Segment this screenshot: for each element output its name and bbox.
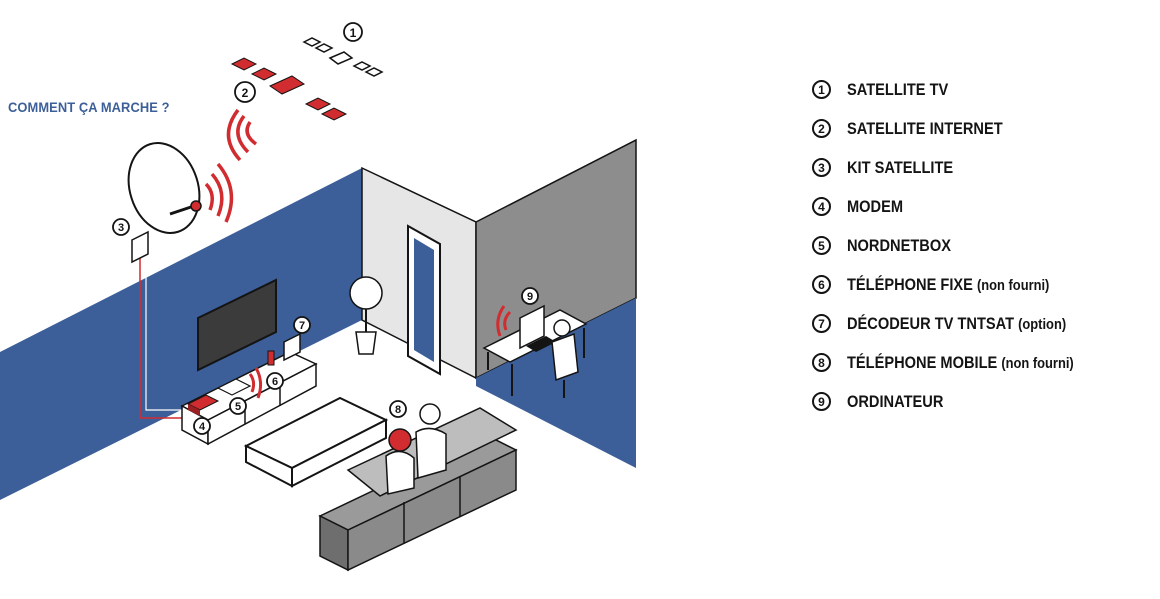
callout-6: 6 <box>266 372 284 390</box>
legend-label: SATELLITE INTERNET <box>847 118 1003 138</box>
legend-item-telephone-mobile: 8 TÉLÉPHONE MOBILE (non fourni) <box>812 343 1157 382</box>
legend: 1 SATELLITE TV 2 SATELLITE INTERNET 3 KI… <box>812 70 1157 421</box>
tv-screen <box>197 278 277 372</box>
cable <box>139 255 190 419</box>
legend-note: (non fourni) <box>1001 354 1074 372</box>
satellite-tv <box>302 37 384 77</box>
svg-text:5: 5 <box>235 401 241 413</box>
number-3-icon: 3 <box>812 158 831 177</box>
legend-label: TÉLÉPHONE MOBILE (non fourni) <box>847 352 1074 372</box>
legend-label: KIT SATELLITE <box>847 157 954 177</box>
callout-3: 3 <box>112 218 130 236</box>
coffee-table <box>243 396 389 488</box>
svg-text:8: 8 <box>395 404 401 416</box>
svg-text:9: 9 <box>527 291 533 303</box>
legend-item-decodeur: 7 DÉCODEUR TV TNTSAT (option) <box>812 304 1157 343</box>
svg-text:1: 1 <box>350 26 357 40</box>
svg-text:2: 2 <box>242 86 249 100</box>
number-9-icon: 9 <box>812 392 831 411</box>
legend-label: DÉCODEUR TV TNTSAT (option) <box>847 313 1067 333</box>
satellite-dish <box>127 142 202 264</box>
callout-2: 2 <box>234 81 256 103</box>
cable-outline <box>145 258 190 411</box>
wifi-waves-computer <box>496 305 512 337</box>
legend-item-satellite-tv: 1 SATELLITE TV <box>812 70 1157 109</box>
people <box>385 403 447 495</box>
wifi-waves-box <box>248 367 263 399</box>
legend-item-telephone-fixe: 6 TÉLÉPHONE FIXE (non fourni) <box>812 265 1157 304</box>
callout-9: 9 <box>521 287 539 305</box>
legend-label: SATELLITE TV <box>847 79 949 99</box>
callout-1: 1 <box>343 22 363 42</box>
landline-phone <box>267 350 275 366</box>
legend-item-nordnetbox: 5 NORDNETBOX <box>812 226 1157 265</box>
right-floor-edge <box>476 298 636 468</box>
svg-text:4: 4 <box>199 421 206 433</box>
callout-5: 5 <box>229 397 247 415</box>
svg-text:3: 3 <box>118 222 124 234</box>
floor-lamp <box>349 276 383 355</box>
number-8-icon: 8 <box>812 353 831 372</box>
number-1-icon: 1 <box>812 80 831 99</box>
number-2-icon: 2 <box>812 119 831 138</box>
legend-label: TÉLÉPHONE FIXE (non fourni) <box>847 274 1050 294</box>
legend-item-modem: 4 MODEM <box>812 187 1157 226</box>
number-4-icon: 4 <box>812 197 831 216</box>
legend-item-kit-satellite: 3 KIT SATELLITE <box>812 148 1157 187</box>
satellite-signal-waves <box>226 108 258 162</box>
number-7-icon: 7 <box>812 314 831 333</box>
legend-label: NORDNETBOX <box>847 235 951 255</box>
satellite-internet <box>230 57 348 121</box>
legend-label: MODEM <box>847 196 904 216</box>
callout-4: 4 <box>193 417 211 435</box>
window <box>407 224 441 376</box>
computer <box>519 304 545 350</box>
living-room-illustration: 1 2 3 4 5 6 7 8 9 <box>0 22 637 572</box>
decoder <box>283 332 301 362</box>
number-5-icon: 5 <box>812 236 831 255</box>
legend-label: ORDINATEUR <box>847 391 944 411</box>
keyboard <box>526 336 556 352</box>
callout-8: 8 <box>389 400 407 418</box>
callout-7: 7 <box>293 316 311 334</box>
left-wall <box>0 168 362 500</box>
legend-item-ordinateur: 9 ORDINATEUR <box>812 382 1157 421</box>
modem-side <box>188 404 200 416</box>
legend-note: (non fourni) <box>976 276 1050 294</box>
legend-note: (option) <box>1018 315 1067 333</box>
svg-text:7: 7 <box>299 320 305 332</box>
dish-signal-waves <box>204 162 234 223</box>
svg-text:6: 6 <box>272 376 278 388</box>
headline: COMMENT ÇA MARCHE ? <box>8 99 170 115</box>
legend-item-satellite-internet: 2 SATELLITE INTERNET <box>812 109 1157 148</box>
nordnetbox <box>216 378 252 396</box>
number-6-icon: 6 <box>812 275 831 294</box>
desk-chair <box>551 319 579 398</box>
